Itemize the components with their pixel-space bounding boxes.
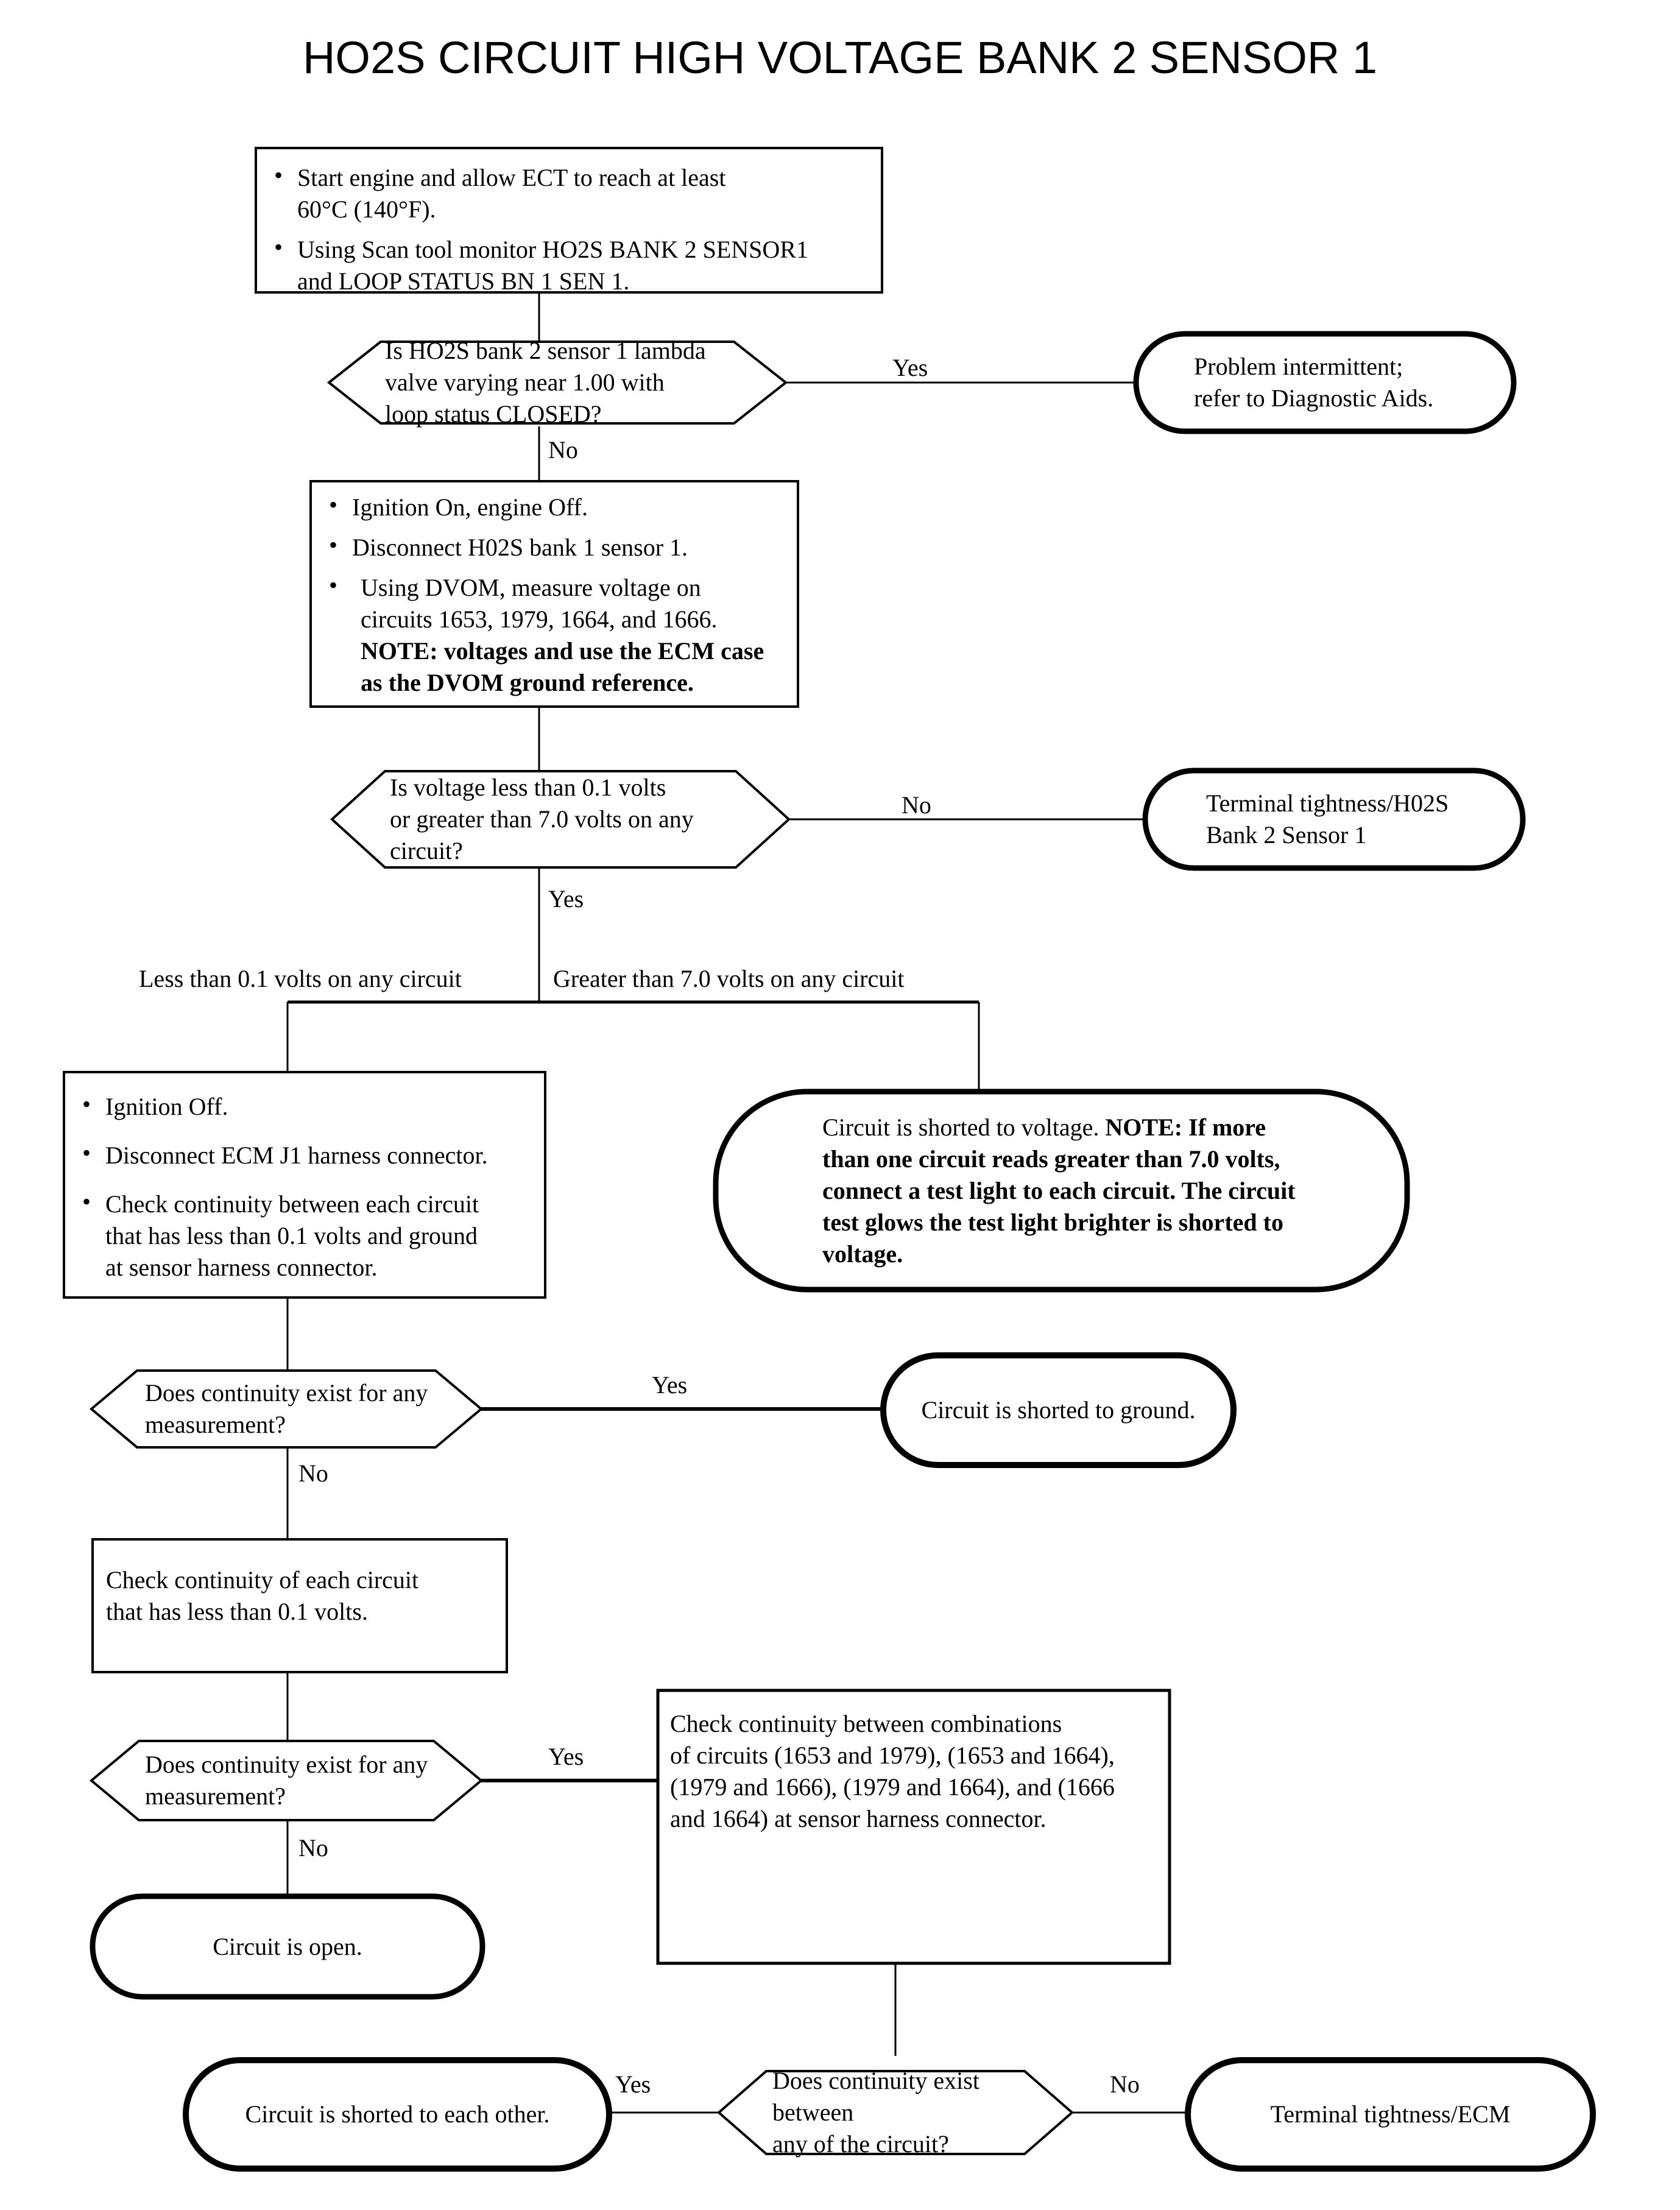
decision-3-text: Does continuity exist for any measuremen… xyxy=(145,1379,428,1438)
combinations-box: Check continuity between combinations of… xyxy=(658,1693,1170,1961)
edge-label-d2-yes: Yes xyxy=(548,885,584,913)
shape-term-shorted-each-other xyxy=(183,2057,612,2172)
terminator-circuit-open-text: Circuit is open. xyxy=(213,1932,362,1960)
combinations-box-content: Check continuity between combinations of… xyxy=(670,1710,1115,1832)
edge-label-d4-no: No xyxy=(298,1834,328,1862)
branch-label-less-than: Less than 0.1 volts on any circuit xyxy=(139,965,462,992)
shape-decision3 xyxy=(89,1369,484,1449)
check-continuity-box: Check continuity of each circuit that ha… xyxy=(93,1542,507,1670)
start-box: Start engine and allow ECT to reach at l… xyxy=(256,151,882,295)
terminator-terminal-tightness-ho2s: Terminal tightness/H02S Bank 2 Sensor 1 xyxy=(1206,771,1511,868)
measure-box: Ignition On, engine Off. Disconnect H02S… xyxy=(311,484,798,705)
decision-2-text: Is voltage less than 0.1 volts or greate… xyxy=(390,774,694,864)
decision-5-text: Does continuity exist between any of the… xyxy=(772,2067,979,2158)
edge-label-d5-no: No xyxy=(1110,2071,1140,2098)
terminator-shorted-to-voltage-text: Circuit is shorted to voltage. NOTE: If … xyxy=(822,1114,1296,1268)
decision-2: Is voltage less than 0.1 volts or greate… xyxy=(390,771,731,867)
terminator-problem-intermittent: Problem intermittent; refer to Diagnosti… xyxy=(1194,334,1480,431)
terminator-shorted-each-other: Circuit is shorted to each other. xyxy=(186,2060,609,2169)
shape-term-tightness-ho2s xyxy=(1142,768,1526,871)
edge-label-d1-yes: Yes xyxy=(892,354,928,381)
decision-4-text: Does continuity exist for any measuremen… xyxy=(145,1751,428,1810)
check-continuity-box-content: Check continuity of each circuit that ha… xyxy=(106,1566,419,1625)
shape-decision5 xyxy=(716,2070,1075,2155)
terminator-shorted-each-other-text: Circuit is shorted to each other. xyxy=(245,2100,550,2128)
start-bullet-2: Using Scan tool monitor HO2S BANK 2 SENS… xyxy=(266,231,871,297)
terminator-shorted-to-voltage: Circuit is shorted to voltage. NOTE: If … xyxy=(822,1096,1371,1285)
measure-bullet-2: Disconnect H02S bank 1 sensor 1. xyxy=(320,529,787,563)
shape-decision4 xyxy=(89,1740,484,1821)
decision-1-text: Is HO2S bank 2 sensor 1 lambda valve var… xyxy=(385,337,706,428)
shorted-voltage-plain: Circuit is shorted to voltage. xyxy=(822,1114,1106,1141)
shape-decision1 xyxy=(326,341,788,425)
decision-5: Does continuity exist between any of the… xyxy=(772,2067,1034,2158)
measure-bullet-3: Using DVOM, measure voltage on circuits … xyxy=(320,570,787,699)
decision-1: Is HO2S bank 2 sensor 1 lambda valve var… xyxy=(385,337,726,428)
edge-label-d1-no: No xyxy=(548,436,578,464)
ignoff-bullet-3: Check continuity between each circuit th… xyxy=(74,1186,534,1283)
decision-4: Does continuity exist for any measuremen… xyxy=(145,1741,437,1820)
terminator-circuit-open: Circuit is open. xyxy=(93,1896,482,1997)
terminator-problem-intermittent-text: Problem intermittent; refer to Diagnosti… xyxy=(1194,353,1434,412)
ignoff-bullet-2: Disconnect ECM J1 harness connector. xyxy=(74,1137,534,1171)
terminator-shorted-to-ground-text: Circuit is shorted to ground. xyxy=(921,1396,1196,1424)
branch-label-greater-than: Greater than 7.0 volts on any circuit xyxy=(553,965,905,992)
terminator-terminal-tightness-ecm: Terminal tightness/ECM xyxy=(1188,2060,1593,2169)
page-title: HO2S CIRCUIT HIGH VOLTAGE BANK 2 SENSOR … xyxy=(302,32,1378,83)
edge-label-d3-yes: Yes xyxy=(652,1371,688,1399)
shape-combinations-box xyxy=(656,1689,1171,1965)
shape-check-continuity-box xyxy=(91,1538,508,1673)
terminator-shorted-to-ground: Circuit is shorted to ground. xyxy=(883,1355,1234,1465)
edge-label-d3-no: No xyxy=(298,1460,328,1487)
terminator-terminal-tightness-ecm-text: Terminal tightness/ECM xyxy=(1270,2100,1511,2128)
ignition-off-box-content: Ignition Off. Disconnect ECM J1 harness … xyxy=(64,1075,545,1290)
ignoff-bullet-1: Ignition Off. xyxy=(74,1089,534,1123)
edge-label-d5-yes: Yes xyxy=(615,2071,651,2098)
start-box-content: Start engine and allow ECT to reach at l… xyxy=(256,151,882,303)
shorted-voltage-bold1: NOTE: If more xyxy=(1105,1114,1266,1141)
measure-box-content: Ignition On, engine Off. Disconnect H02S… xyxy=(311,484,798,705)
shape-decision2 xyxy=(330,770,791,869)
shape-term-shorted-voltage xyxy=(713,1089,1410,1293)
shape-term-circuit-open xyxy=(90,1893,485,2000)
ignition-off-box: Ignition Off. Disconnect ECM J1 harness … xyxy=(64,1075,545,1296)
shape-term-shorted-ground xyxy=(880,1352,1237,1468)
measure-bullet-1: Ignition On, engine Off. xyxy=(320,489,787,523)
decision-3: Does continuity exist for any measuremen… xyxy=(145,1371,437,1447)
start-bullet-1: Start engine and allow ECT to reach at l… xyxy=(266,160,871,225)
edge-label-d4-yes: Yes xyxy=(548,1743,584,1770)
terminator-terminal-tightness-ho2s-text: Terminal tightness/H02S Bank 2 Sensor 1 xyxy=(1206,789,1449,849)
edge-label-d2-no: No xyxy=(902,791,931,819)
shape-term-intermittent xyxy=(1133,331,1517,434)
shape-term-tightness-ecm xyxy=(1185,2057,1596,2172)
